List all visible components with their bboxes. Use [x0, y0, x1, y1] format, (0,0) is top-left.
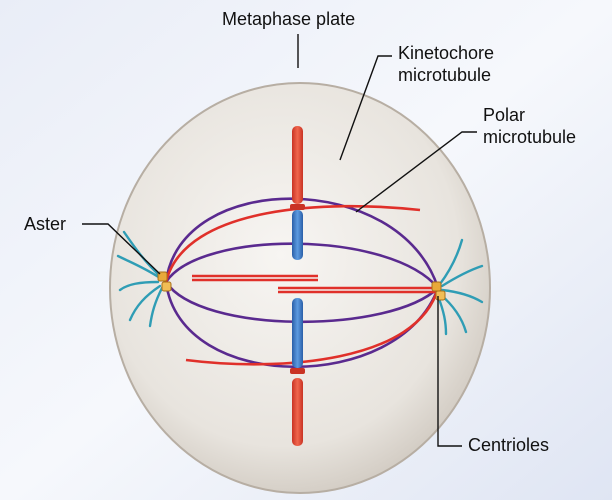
chromatid-red — [292, 378, 303, 446]
chromatid-blue — [292, 210, 303, 260]
centromere — [290, 204, 305, 210]
label-centrioles: Centrioles — [468, 434, 549, 456]
label-aster: Aster — [24, 213, 66, 235]
label-metaphase-plate: Metaphase plate — [222, 8, 355, 30]
chromatid-red — [292, 126, 303, 204]
label-polar-microtubule: Polar microtubule — [483, 104, 576, 148]
label-kinetochore-microtubule: Kinetochore microtubule — [398, 42, 494, 86]
chromatid-blue — [292, 298, 303, 368]
centromere — [290, 368, 305, 374]
